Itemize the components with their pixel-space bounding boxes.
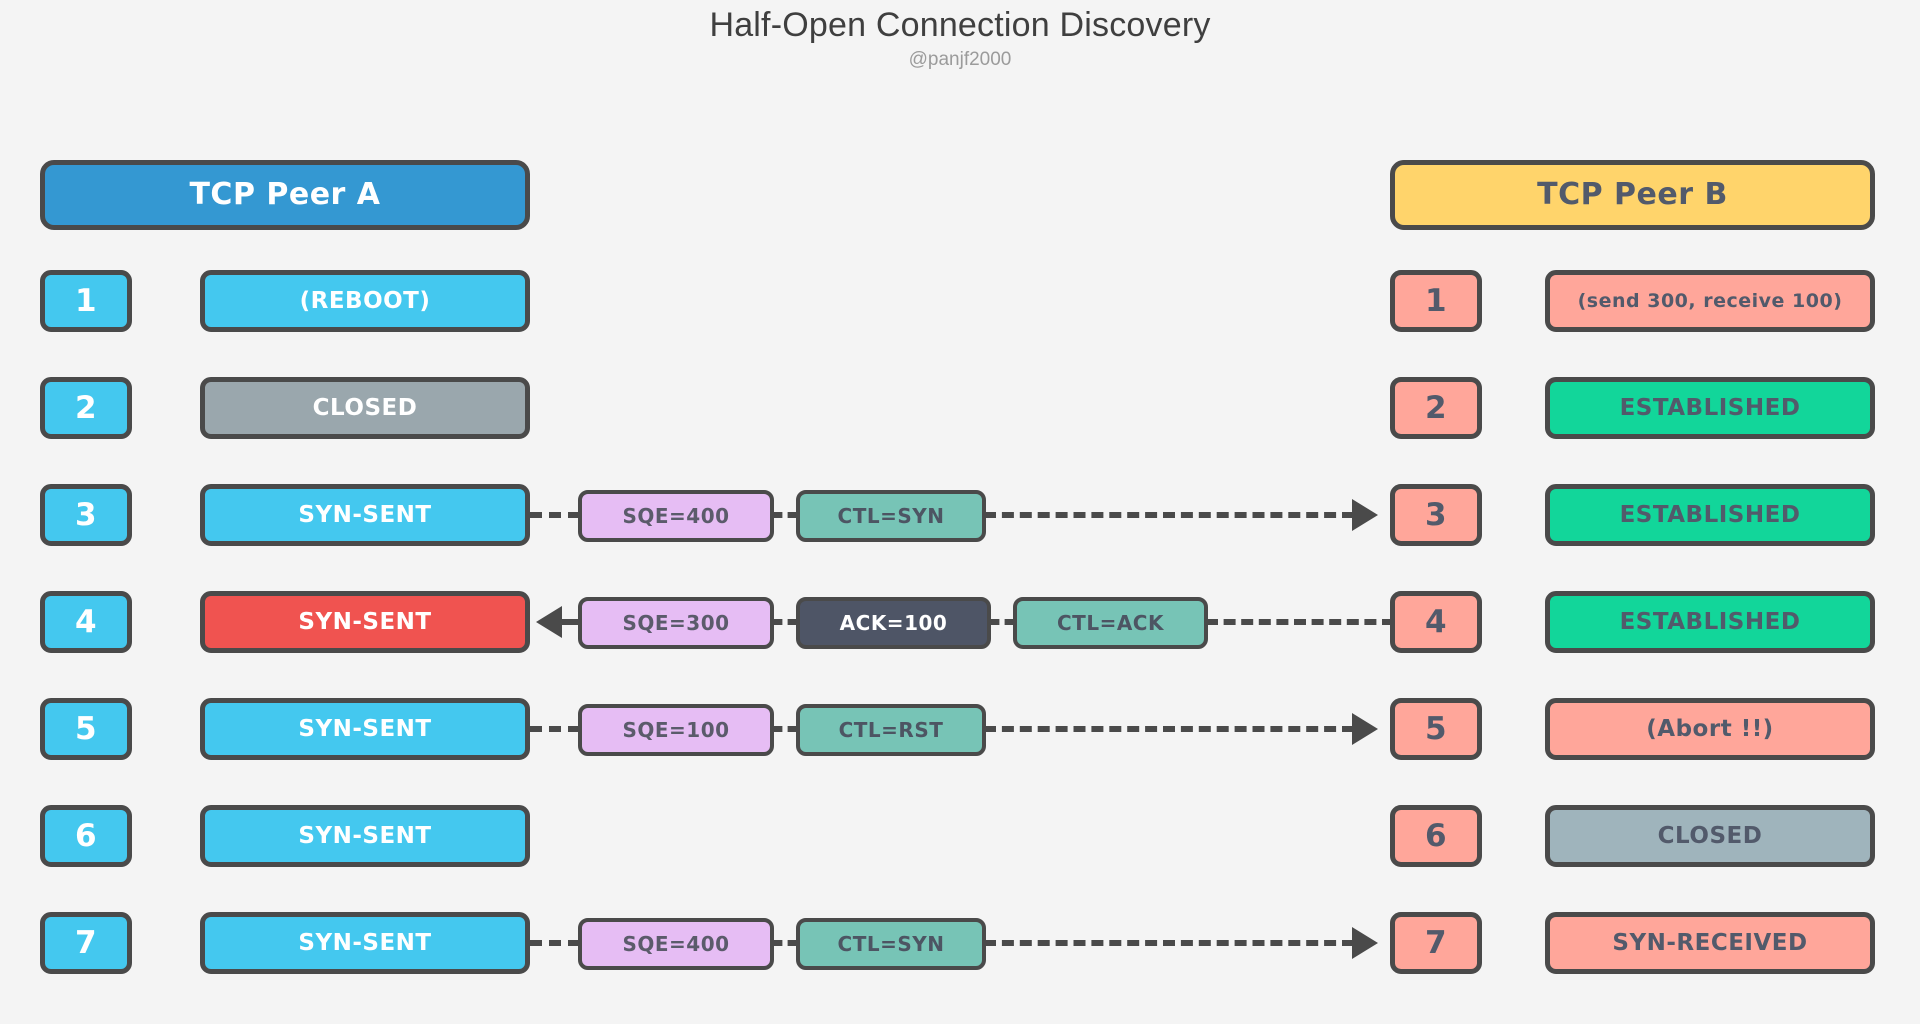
- arrow-right-icon-7: [1352, 927, 1378, 959]
- connector-dash-3a: [530, 512, 580, 518]
- step-number-text: 3: [1424, 496, 1448, 533]
- state-right-label: ESTABLISHED: [1619, 608, 1801, 635]
- message-chip-3-2: CTL=SYN: [796, 490, 986, 542]
- step-number-left-1: 1: [40, 270, 132, 332]
- state-left-label: SYN-SENT: [298, 715, 432, 742]
- state-right-7: SYN-RECEIVED: [1545, 912, 1875, 974]
- step-number-text: 1: [1424, 282, 1448, 319]
- state-right-4: ESTABLISHED: [1545, 591, 1875, 653]
- state-left-4: SYN-SENT: [200, 591, 530, 653]
- message-chip-7-1: SQE=400: [578, 918, 774, 970]
- state-right-label: CLOSED: [1657, 822, 1763, 849]
- state-left-5: SYN-SENT: [200, 698, 530, 760]
- step-number-right-2: 2: [1390, 377, 1482, 439]
- step-number-text: 6: [74, 817, 98, 854]
- peer-a-header: TCP Peer A: [40, 160, 530, 230]
- connector-dash-3c: [984, 512, 1354, 518]
- state-left-1: (REBOOT): [200, 270, 530, 332]
- chip-label: CTL=RST: [838, 718, 944, 742]
- connector-dash-7c: [984, 940, 1354, 946]
- step-number-text: 4: [1424, 603, 1448, 640]
- step-number-text: 7: [1424, 924, 1448, 961]
- state-left-label: SYN-SENT: [298, 929, 432, 956]
- chip-label: SQE=400: [622, 504, 730, 528]
- state-left-label: (REBOOT): [299, 287, 431, 314]
- step-number-right-4: 4: [1390, 591, 1482, 653]
- step-number-text: 1: [74, 282, 98, 319]
- state-left-label: SYN-SENT: [298, 501, 432, 528]
- chip-label: SQE=100: [622, 718, 730, 742]
- connector-dash-7a: [530, 940, 580, 946]
- step-number-right-3: 3: [1390, 484, 1482, 546]
- step-number-right-1: 1: [1390, 270, 1482, 332]
- state-right-2: ESTABLISHED: [1545, 377, 1875, 439]
- message-chip-5-1: SQE=100: [578, 704, 774, 756]
- chip-label: SQE=400: [622, 932, 730, 956]
- step-number-text: 2: [1424, 389, 1448, 426]
- connector-dash-4c: [989, 619, 1015, 625]
- state-right-label: (send 300, receive 100): [1577, 289, 1843, 312]
- state-left-3: SYN-SENT: [200, 484, 530, 546]
- chip-label: CTL=ACK: [1057, 611, 1164, 635]
- chip-label: CTL=SYN: [837, 504, 945, 528]
- message-chip-4-3: CTL=ACK: [1013, 597, 1208, 649]
- connector-dash-4d: [1206, 619, 1394, 625]
- step-number-left-3: 3: [40, 484, 132, 546]
- message-chip-4-1: SQE=300: [578, 597, 774, 649]
- chip-label: ACK=100: [839, 611, 948, 635]
- step-number-right-7: 7: [1390, 912, 1482, 974]
- connector-dash-3b: [772, 512, 798, 518]
- arrow-right-icon-3: [1352, 499, 1378, 531]
- state-right-6: CLOSED: [1545, 805, 1875, 867]
- step-number-right-5: 5: [1390, 698, 1482, 760]
- state-right-label: ESTABLISHED: [1619, 394, 1801, 421]
- state-left-2: CLOSED: [200, 377, 530, 439]
- step-number-left-2: 2: [40, 377, 132, 439]
- connector-dash-4a: [560, 619, 582, 625]
- state-right-label: (Abort !!): [1646, 715, 1774, 742]
- step-number-text: 2: [74, 389, 98, 426]
- state-right-3: ESTABLISHED: [1545, 484, 1875, 546]
- connector-dash-5c: [984, 726, 1354, 732]
- peer-b-header: TCP Peer B: [1390, 160, 1875, 230]
- state-right-label: ESTABLISHED: [1619, 501, 1801, 528]
- message-chip-5-2: CTL=RST: [796, 704, 986, 756]
- step-number-text: 7: [74, 924, 98, 961]
- step-number-left-4: 4: [40, 591, 132, 653]
- state-right-label: SYN-RECEIVED: [1612, 929, 1808, 956]
- page-subtitle: @panjf2000: [908, 49, 1012, 70]
- peer-b-label: TCP Peer B: [1537, 177, 1728, 212]
- step-number-text: 5: [1424, 710, 1448, 747]
- connector-dash-4b: [772, 619, 798, 625]
- message-chip-4-2: ACK=100: [796, 597, 991, 649]
- step-number-left-5: 5: [40, 698, 132, 760]
- step-number-text: 4: [74, 603, 98, 640]
- step-number-text: 5: [74, 710, 98, 747]
- connector-dash-7b: [772, 940, 798, 946]
- connector-dash-5b: [772, 726, 798, 732]
- chip-label: SQE=300: [622, 611, 730, 635]
- message-chip-7-2: CTL=SYN: [796, 918, 986, 970]
- arrow-right-icon-5: [1352, 713, 1378, 745]
- arrow-left-icon-4: [536, 606, 562, 638]
- state-left-label: SYN-SENT: [298, 822, 432, 849]
- step-number-right-6: 6: [1390, 805, 1482, 867]
- message-chip-3-1: SQE=400: [578, 490, 774, 542]
- step-number-text: 6: [1424, 817, 1448, 854]
- state-left-7: SYN-SENT: [200, 912, 530, 974]
- connector-dash-5a: [530, 726, 580, 732]
- state-left-6: SYN-SENT: [200, 805, 530, 867]
- state-right-1: (send 300, receive 100): [1545, 270, 1875, 332]
- state-right-5: (Abort !!): [1545, 698, 1875, 760]
- state-left-label: SYN-SENT: [298, 608, 432, 635]
- state-left-label: CLOSED: [312, 394, 418, 421]
- peer-a-label: TCP Peer A: [189, 177, 381, 212]
- diagram-header: Half-Open Connection Discovery @panjf200…: [0, 0, 1920, 71]
- step-number-left-6: 6: [40, 805, 132, 867]
- page-title: Half-Open Connection Discovery: [709, 6, 1211, 44]
- chip-label: CTL=SYN: [837, 932, 945, 956]
- step-number-text: 3: [74, 496, 98, 533]
- step-number-left-7: 7: [40, 912, 132, 974]
